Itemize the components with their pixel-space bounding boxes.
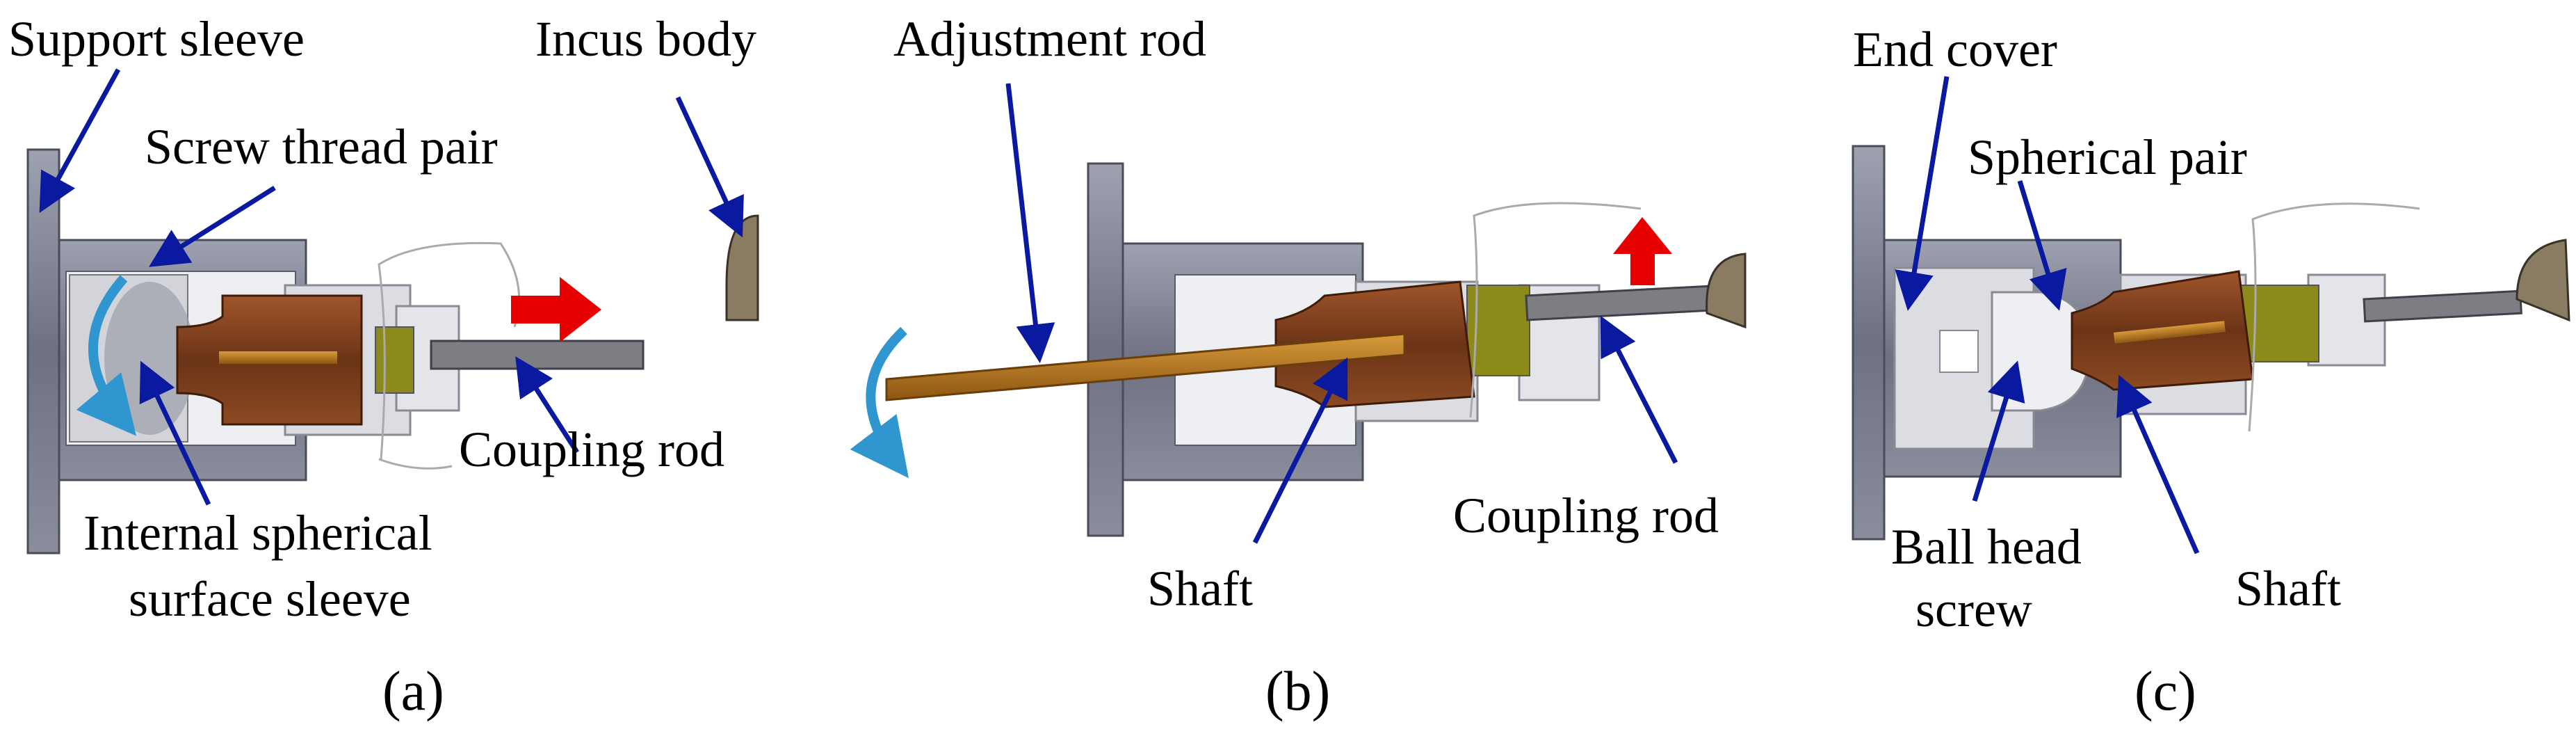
label-internal-spherical-2: surface sleeve	[129, 571, 411, 627]
label-support-sleeve: Support sleeve	[8, 11, 305, 67]
leader-coupling-rod-b	[1600, 315, 1678, 464]
label-spherical-pair: Spherical pair	[1968, 129, 2247, 185]
support-sleeve-flange-b	[1087, 162, 1124, 537]
panel-b: Adjustment rod Shaft Coupling rod (b)	[850, 11, 1747, 722]
coupling-rod-c	[2363, 289, 2522, 323]
leader-incus-body	[675, 96, 744, 238]
adjustment-rod	[885, 333, 1406, 401]
label-shaft-c: Shaft	[2235, 561, 2341, 616]
yellow-green-section	[375, 326, 414, 394]
leader-screw-thread	[149, 186, 276, 267]
leader-spherical-pair	[2017, 179, 2067, 311]
rotation-arrow-a	[76, 275, 136, 436]
incus-body-c	[2516, 239, 2570, 322]
label-internal-spherical-1: Internal spherical	[83, 505, 432, 561]
leader-shaft-b	[1252, 357, 1348, 544]
coupling-rod-a	[430, 340, 645, 370]
label-end-cover: End cover	[1853, 22, 2057, 77]
leader-internal-spherical	[139, 360, 211, 506]
caption-b: (b)	[1265, 661, 1330, 722]
leader-coupling-rod-a	[515, 356, 579, 454]
incus-body-b	[1706, 253, 1747, 329]
yellow-green-section-c	[2238, 285, 2319, 362]
red-motion-arrow-a	[511, 277, 601, 342]
red-motion-arrow-b	[1613, 217, 1672, 285]
support-sleeve-flange-c	[1852, 145, 1886, 541]
leader-end-cover	[1895, 76, 1950, 311]
caption-c: (c)	[2134, 661, 2196, 722]
leader-support-sleeve	[39, 68, 121, 214]
end-cover-slot	[1939, 330, 1979, 373]
caption-a: (a)	[382, 661, 444, 722]
copper-inner-rod-c	[2114, 321, 2226, 344]
label-shaft-b: Shaft	[1147, 561, 1253, 616]
rotation-arrow-b	[850, 326, 909, 479]
wire-outline-a	[378, 241, 521, 470]
label-adjustment-rod: Adjustment rod	[893, 11, 1206, 67]
label-ball-head-screw-2: screw	[1915, 582, 2032, 637]
leader-adjustment-rod	[1005, 83, 1055, 363]
label-ball-head-screw-1: Ball head	[1891, 519, 2082, 575]
support-sleeve-flange	[26, 148, 60, 555]
leader-shaft-c	[2116, 374, 2200, 555]
leader-ball-head-screw	[1972, 360, 2025, 502]
label-coupling-rod-a: Coupling rod	[459, 422, 724, 477]
wire-outline-b	[1469, 202, 1642, 418]
label-screw-thread-pair: Screw thread pair	[145, 119, 498, 175]
label-incus-body: Incus body	[535, 11, 756, 67]
label-coupling-rod-b: Coupling rod	[1453, 488, 1719, 543]
copper-inner-rod-a	[219, 351, 337, 364]
panel-a: Support sleeve Incus body Screw thread p…	[8, 11, 759, 722]
wire-outline-c	[2248, 202, 2420, 432]
panel-c: End cover Spherical pair Ball head screw…	[1852, 22, 2570, 722]
